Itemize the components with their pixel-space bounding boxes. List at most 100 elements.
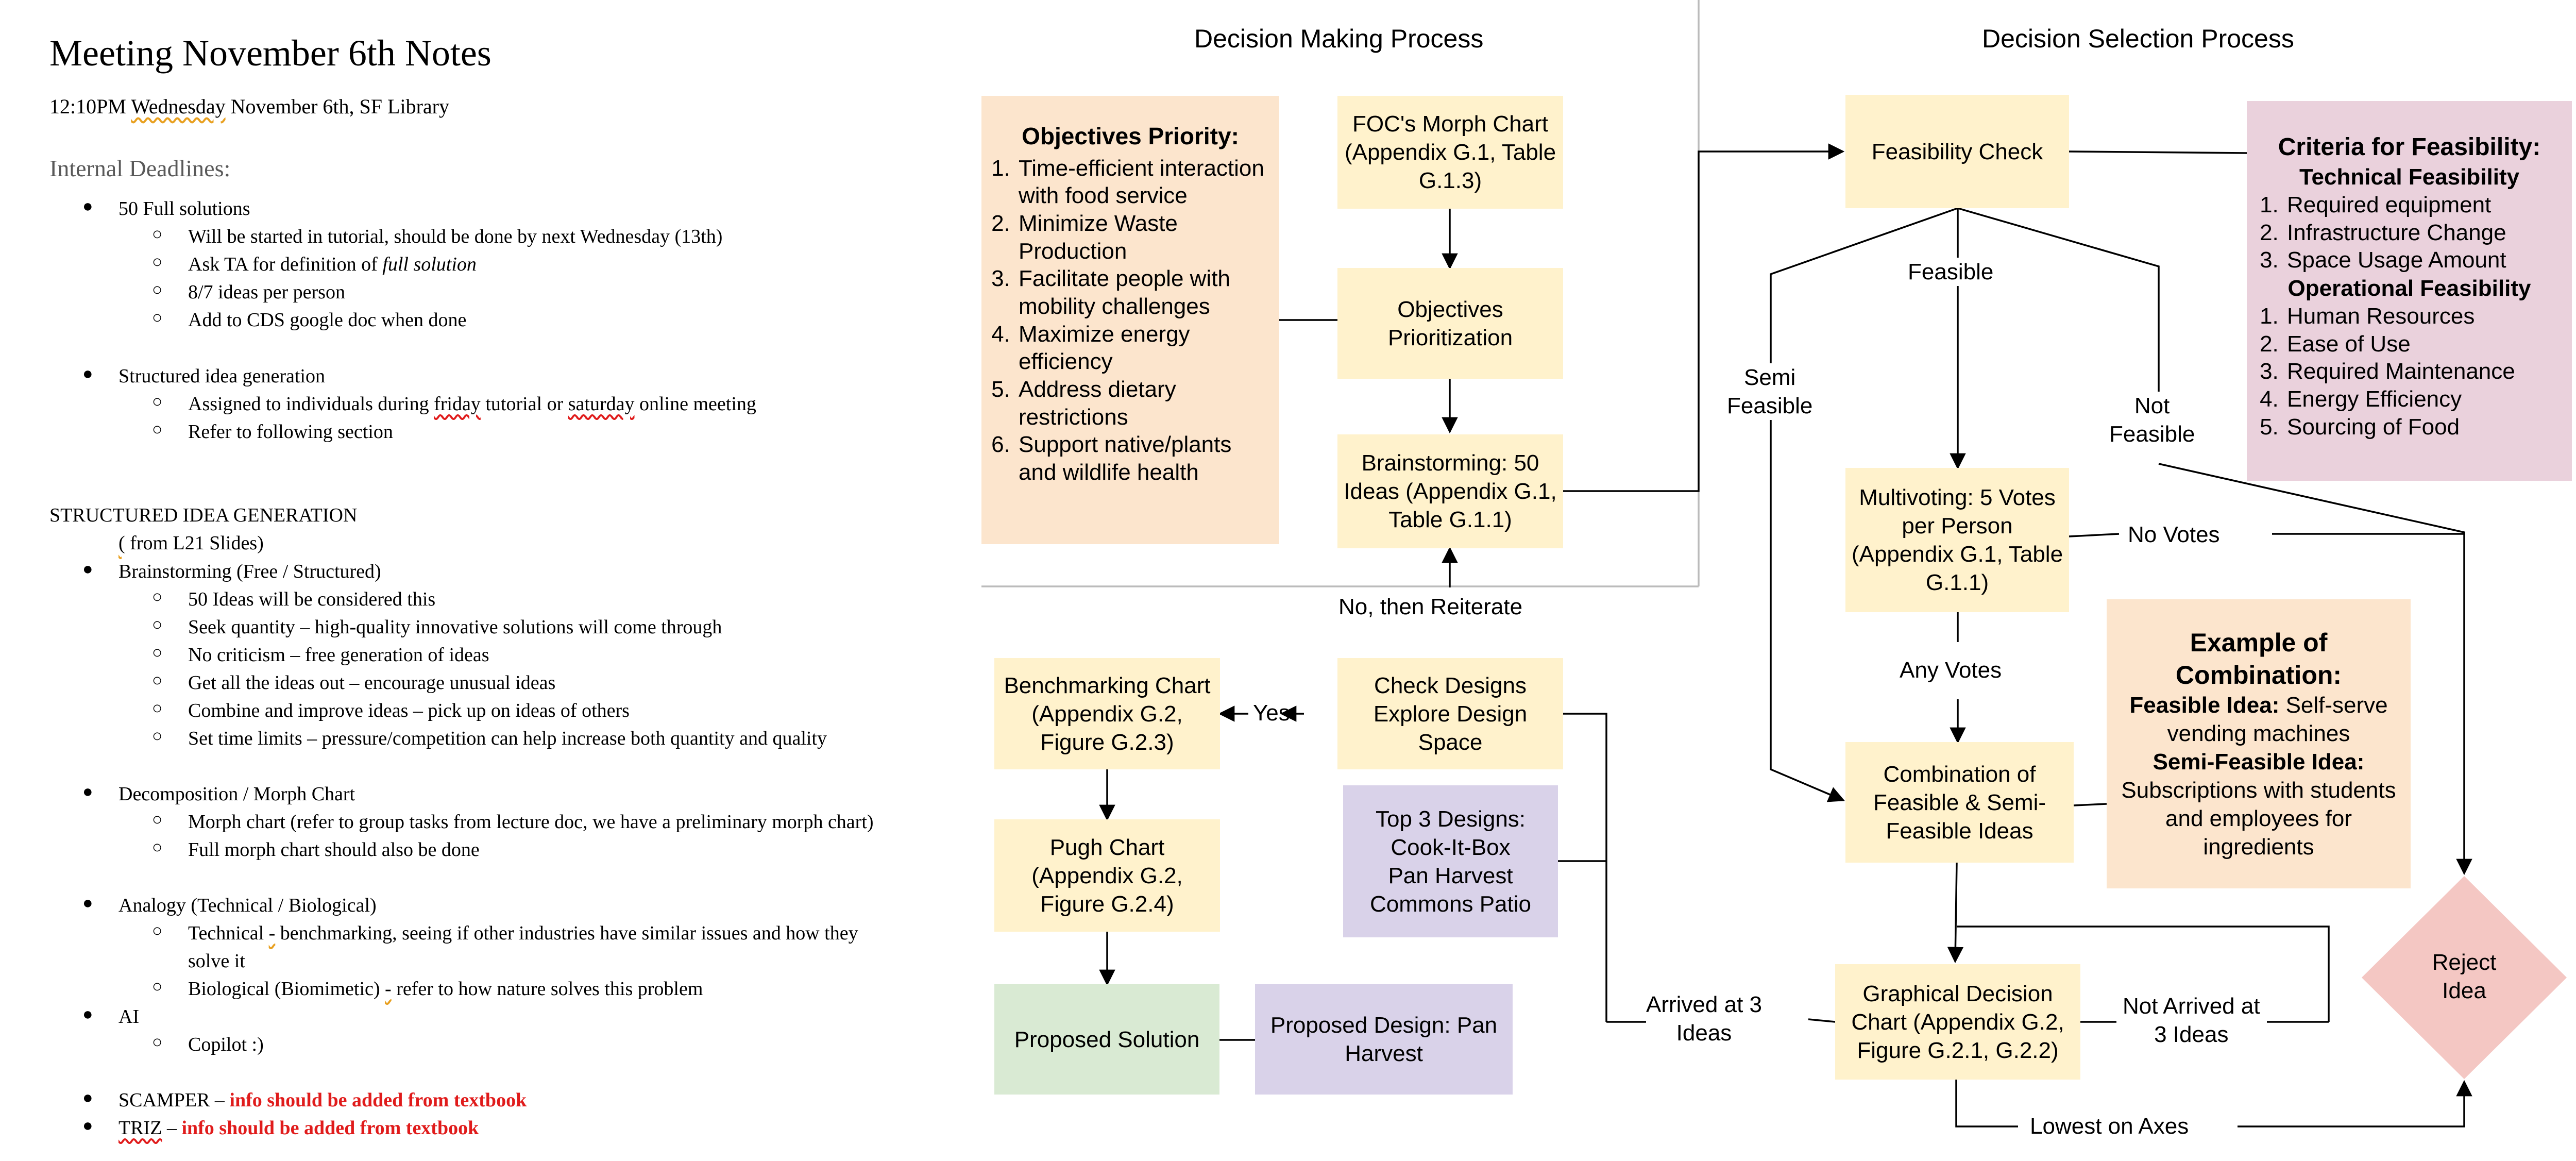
- bullet-dot: ●: [82, 1116, 93, 1135]
- sig-source-paren: (: [118, 532, 125, 554]
- analogy-b-text: Biological (Biomimetic): [188, 978, 385, 1000]
- bullet-circle: ○: [152, 253, 163, 272]
- analogy: Analogy (Technical / Biological): [118, 895, 377, 916]
- example-box: Example of Combination: Feasible Idea: S…: [2107, 599, 2411, 888]
- line-check-bracket: [1563, 713, 1607, 1022]
- lowest-label: Lowest on Axes: [2030, 1114, 2189, 1139]
- subtitle-rest: November 6th, SF Library: [225, 95, 449, 118]
- criteria-item: Ease of Use: [2285, 330, 2515, 358]
- example-semi-label: Semi-Feasible Idea:: [2153, 749, 2365, 775]
- top3-item: Commons Patio: [1369, 891, 1531, 917]
- proposed-solution-box: Proposed Solution: [994, 984, 1219, 1095]
- bullet-circle: ○: [152, 1033, 163, 1052]
- not-feasible-label: Not Feasible: [2109, 392, 2195, 448]
- sig-heading: STRUCTURED IDEA GENERATION: [49, 504, 358, 526]
- brainstorm-a: 50 Ideas will be considered this: [188, 588, 436, 610]
- deadline-1b: Ask TA for definition of full solution: [188, 253, 477, 276]
- criteria-heading: Criteria for Feasibility:: [2278, 133, 2541, 161]
- bullet-circle: ○: [152, 671, 163, 690]
- subtitle-day: Wednesday: [131, 95, 226, 118]
- bullet-dot: ●: [82, 1005, 93, 1024]
- line-not-arrived-loop: [1957, 926, 2330, 1022]
- deadline-2a-mid: tutorial or: [480, 393, 568, 415]
- selection-title: Decision Selection Process: [1982, 24, 2294, 53]
- deadline-2a-post: online meeting: [634, 393, 756, 415]
- objectives-list: Time-efficient interaction with food ser…: [987, 155, 1274, 486]
- arrow-semi-feasible: [1770, 207, 1958, 802]
- bullet-dot: ●: [82, 364, 93, 383]
- objective-item: Minimize Waste Production: [1016, 210, 1274, 265]
- top3-box: Top 3 Designs: Cook-It-Box Pan Harvest C…: [1343, 785, 1558, 937]
- subtitle-time: 12:10PM: [49, 95, 131, 118]
- analogy-b: Biological (Biomimetic) - refer to how n…: [188, 978, 703, 1000]
- analogy-a: Technical - benchmarking, seeing if othe…: [188, 922, 858, 945]
- line-multivote-to-novotes: [2069, 533, 2120, 537]
- no-votes-label: No Votes: [2128, 522, 2220, 547]
- feasible-label: Feasible: [1904, 258, 1998, 286]
- ai: AI: [118, 1006, 140, 1028]
- sig-source-text: from L21 Slides): [125, 532, 264, 554]
- sig-source: ( from L21 Slides): [118, 532, 264, 554]
- analogy-b-post: refer to how nature solves this problem: [391, 978, 703, 1000]
- bullet-circle: ○: [152, 699, 163, 718]
- objective-item: Facilitate people with mobility challeng…: [1016, 265, 1274, 320]
- bullet-circle: ○: [152, 977, 163, 996]
- bullet-dot: ●: [82, 894, 93, 913]
- brainstorm-f: Set time limits – pressure/competition c…: [188, 728, 827, 749]
- line-arrived-to-graphical: [1808, 1018, 1836, 1023]
- bullet-circle: ○: [152, 308, 163, 327]
- decomp-a: Morph chart (refer to group tasks from l…: [188, 811, 874, 833]
- bullet-circle: ○: [152, 838, 163, 857]
- notes-subtitle: 12:10PM Wednesday November 6th, SF Libra…: [49, 94, 449, 119]
- triz: TRIZ – info should be added from textboo…: [118, 1117, 479, 1139]
- ai-a: Copilot :): [188, 1034, 264, 1055]
- brainstorm-b: Seek quantity – high-quality innovative …: [188, 616, 722, 638]
- triz-label: TRIZ: [118, 1117, 162, 1139]
- criteria-box: Criteria for Feasibility: Technical Feas…: [2247, 101, 2572, 481]
- bullet-circle: ○: [152, 280, 163, 299]
- example-semi: Semi-Feasible Idea: Subscriptions with s…: [2112, 748, 2405, 861]
- example-semi-text: Subscriptions with students and employee…: [2121, 778, 2396, 860]
- criteria-item: Required Maintenance: [2285, 358, 2515, 385]
- brainstorm: Brainstorming (Free / Structured): [118, 561, 381, 582]
- bullet-circle: ○: [152, 392, 163, 411]
- analogy-a-dash: -: [268, 922, 276, 944]
- pugh-chart-box: Pugh Chart (Appendix G.2, Figure G.2.4): [994, 819, 1220, 932]
- analogy-a-text: Technical: [188, 922, 269, 944]
- objective-item: Address dietary restrictions: [1016, 376, 1274, 431]
- arrow-combination-to-graphical: [1947, 862, 1964, 964]
- notes-title: Meeting November 6th Notes: [49, 32, 492, 74]
- operational-heading: Operational Feasibility: [2287, 276, 2531, 301]
- analogy-a-cont: solve it: [188, 950, 245, 972]
- decomp-b: Full morph chart should also be done: [188, 839, 480, 861]
- morph-chart-box: FOC's Morph Chart (Appendix G.1, Table G…: [1337, 96, 1563, 209]
- technical-list: Required equipment Infrastructure Change…: [2255, 191, 2506, 274]
- criteria-item: Required equipment: [2285, 191, 2506, 219]
- bullet-dot: ●: [82, 782, 93, 801]
- deadline-1b-text: Ask TA for definition of: [188, 254, 383, 275]
- technical-heading: Technical Feasibility: [2299, 164, 2520, 190]
- arrow-brainstorm-to-feasibility: [1563, 143, 1845, 492]
- scamper-note: info should be added from textbook: [229, 1089, 527, 1111]
- bullet-dot: ●: [82, 197, 93, 216]
- benchmarking-box: Benchmarking Chart (Appendix G.2, Figure…: [994, 658, 1220, 769]
- line-combination-to-example: [2073, 803, 2107, 806]
- combination-box: Combination of Feasible & Semi-Feasible …: [1845, 742, 2074, 863]
- check-designs-box: Check Designs Explore Design Space: [1337, 658, 1563, 769]
- bullet-circle: ○: [152, 225, 163, 244]
- reject-diamond-shape: [2362, 876, 2567, 1079]
- objectives-heading: Objectives Priority:: [1022, 123, 1239, 149]
- graphical-chart-box: Graphical Decision Chart (Appendix G.2, …: [1835, 964, 2080, 1080]
- objective-item: Time-efficient interaction with food ser…: [1016, 155, 1274, 210]
- deadline-2a-text: Assigned to individuals during: [188, 393, 434, 415]
- triz-note: info should be added from textbook: [181, 1117, 479, 1139]
- yes-label: Yes: [1253, 700, 1290, 726]
- arrow-lowest-to-reject: [2238, 1080, 2472, 1128]
- objectives-box: Objectives Priority: Time-efficient inte…: [981, 96, 1279, 544]
- bullet-dot: ●: [82, 560, 93, 579]
- meeting-notes: Meeting November 6th Notes 12:10PM Wedne…: [0, 0, 969, 1161]
- deadline-2: Structured idea generation: [118, 365, 325, 387]
- deadline-1: 50 Full solutions: [118, 198, 250, 220]
- bullet-circle: ○: [152, 420, 163, 439]
- deadline-1d: Add to CDS google doc when done: [188, 309, 467, 331]
